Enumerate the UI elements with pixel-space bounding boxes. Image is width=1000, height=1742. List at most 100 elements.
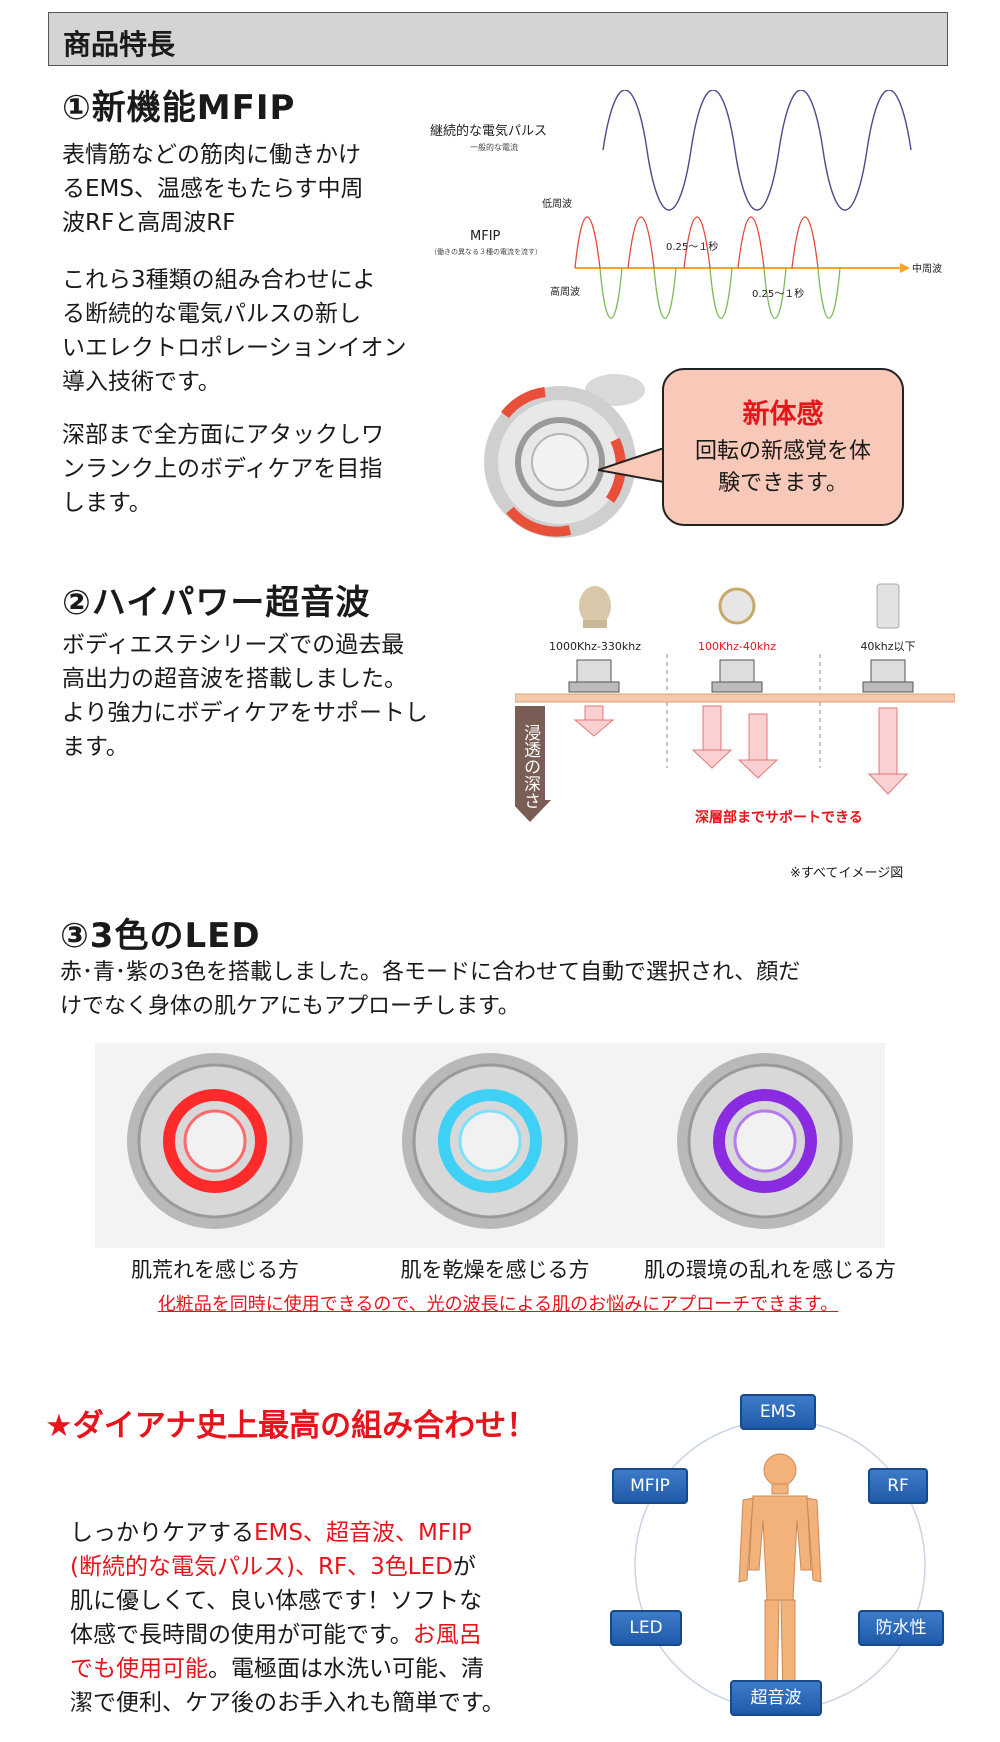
continuous-sub: 一般的な電流	[470, 142, 518, 152]
section1-title: ①新機能MFIP	[62, 88, 296, 128]
freq-label-2: 100Khz-40khz	[698, 640, 776, 653]
penetration-arrow-2-head	[691, 749, 733, 769]
axis-arrow	[900, 263, 910, 273]
cosmetics-note: 化粧品を同時に使用できるので、光の波長による肌のお悩みにアプローチできます。	[157, 1294, 839, 1315]
led-device-red	[127, 1053, 303, 1229]
continuous-wave	[602, 90, 912, 211]
mfip-label: MFIP	[470, 229, 501, 244]
rotation-arrow-1	[501, 387, 546, 419]
led-ring-blue	[438, 1089, 542, 1193]
led-caption-purple: 肌の環境の乱れを感じる方	[644, 1258, 896, 1282]
text-line: ンランク上のボディケアを目指	[62, 456, 383, 482]
text-line: ます。	[62, 734, 129, 760]
section4-para: しっかりケアするEMS、超音波、MFIP (断続的な電気パルス)、RF、3色LE…	[70, 1516, 570, 1720]
header-title: 商品特長	[63, 28, 176, 61]
probe-1-tip	[568, 681, 620, 693]
new-feeling-bubble: 新体感 回転の新感覚を体 験できます。	[662, 368, 904, 526]
text-line: 導入技術です。	[62, 369, 221, 395]
mfip-sub: （働きの異なる３種の電流を流す）	[430, 247, 542, 256]
node-mfip: MFIP	[612, 1468, 688, 1504]
device-ring	[515, 417, 605, 507]
section1-para2: これら3種類の組み合わせによ る断続的な電気パルスの新し いエレクトロポレーショ…	[62, 263, 432, 399]
penetration-arrow-1	[584, 705, 604, 721]
text-line: 赤･青･紫の3色を搭載しました。各モードに合わせて自動で選択され、顔だ	[60, 960, 801, 985]
interval1-label: 0.25～１秒	[666, 240, 718, 253]
bubble-title: 新体感	[742, 399, 824, 430]
support-label: 深層部までサポートできる	[695, 809, 863, 826]
device-icon-1-base	[583, 620, 607, 628]
text-line: (断続的な電気パルス)、RF、3色LEDが	[70, 1554, 476, 1580]
image-note: ※すべてイメージ図	[790, 866, 904, 881]
bubble-tail	[598, 448, 668, 484]
depth-label: 浸透の深さ	[520, 724, 541, 809]
section2-para: ボディエステシリーズでの過去最 高出力の超音波を搭載しました。 より強力にボディ…	[62, 628, 462, 764]
text-line: いエレクトロポレーションイオン	[62, 335, 407, 361]
penetration-arrow-4	[878, 707, 898, 775]
device-icon-1	[579, 586, 611, 626]
bubble-line: 回転の新感覚を体	[694, 439, 871, 464]
rotation-arrow-3	[506, 506, 572, 537]
section3-title: ③3色のLED	[60, 916, 261, 956]
depth-arrow-head	[515, 800, 551, 822]
depth-arrow-shaft	[515, 706, 545, 802]
bubble-line: 験できます。	[718, 471, 848, 496]
text-line: るEMS、温感をもたらす中周	[62, 176, 364, 202]
led-caption-blue: 肌を乾燥を感じる方	[400, 1258, 590, 1282]
section1-para3: 深部まで全方面にアタックしワ ンランク上のボディケアを目指 します。	[62, 418, 422, 520]
text-line: 高出力の超音波を搭載しました。	[62, 666, 407, 692]
skin-bar	[515, 693, 955, 703]
led-device-purple	[677, 1053, 853, 1229]
penetration-arrow-3	[748, 713, 768, 761]
bubble-text: 回転の新感覚を体 験できます。	[664, 436, 902, 500]
penetration-arrow-4-head	[867, 773, 909, 795]
node-ultrasonic: 超音波	[730, 1680, 822, 1716]
high-label: 高周波	[550, 285, 580, 298]
probe-2-tip	[711, 681, 763, 693]
section3-para: 赤･青･紫の3色を搭載しました。各モードに合わせて自動で選択され、顔だ けでなく…	[60, 956, 940, 1024]
text-line: これら3種類の組み合わせによ	[62, 267, 376, 293]
led-device-blue	[402, 1053, 578, 1229]
interval2-label: 0.25～１秒	[752, 287, 804, 300]
led-ring-red	[163, 1089, 267, 1193]
section-header: 商品特長	[48, 12, 948, 66]
low-wave	[574, 216, 819, 269]
low-label: 低周波	[542, 197, 572, 210]
led-caption-red: 肌荒れを感じる方	[131, 1258, 299, 1282]
freq-label-1: 1000Khz-330khz	[549, 640, 641, 653]
text-line: 表情筋などの筋肉に働きかけ	[62, 142, 361, 168]
device-center	[531, 433, 589, 491]
text-line: 波RFと高周波RF	[62, 210, 236, 236]
text-line: ボディエステシリーズでの過去最	[62, 632, 405, 658]
text-line: 体感で長時間の使用が可能です。お風呂	[70, 1622, 482, 1648]
led-ring-purple	[713, 1089, 817, 1193]
node-ems: EMS	[740, 1394, 816, 1430]
continuous-label: 継続的な電気パルス	[430, 123, 547, 139]
section1-para1: 表情筋などの筋肉に働きかけ るEMS、温感をもたらす中周 波RFと高周波RF	[62, 138, 422, 240]
text-line: しっかりケアするEMS、超音波、MFIP	[70, 1520, 472, 1546]
node-waterproof: 防水性	[858, 1610, 944, 1646]
text-line: 深部まで全方面にアタックしワ	[62, 422, 384, 448]
section4-title: ★ダイアナ史上最高の組み合わせ！	[45, 1408, 538, 1444]
device-icon-3	[876, 583, 900, 629]
text-line: します。	[62, 490, 152, 516]
text-line: けでなく身体の肌ケアにもアプローチします。	[60, 994, 520, 1019]
node-rf: RF	[868, 1468, 928, 1504]
text-line: 肌に優しくて、良い体感です！ソフトな	[70, 1588, 483, 1614]
penetration-arrow-2	[702, 705, 722, 751]
wave-diagram: 継続的な電気パルス 一般的な電流 低周波 MFIP （働きの異なる３種の電流を流…	[430, 90, 942, 319]
probe-2	[719, 659, 755, 685]
node-led: LED	[610, 1610, 682, 1646]
device-photo	[484, 374, 645, 538]
section2-title: ②ハイパワー超音波	[62, 583, 371, 623]
penetration-arrow-3-head	[737, 759, 779, 779]
mid-label: 中周波	[912, 262, 942, 275]
text-line: る断続的な電気パルスの新し	[62, 301, 361, 327]
penetration-arrow-1-head	[573, 719, 615, 737]
human-figure-icon	[738, 1453, 822, 1701]
high-wave	[599, 267, 841, 319]
ultrasonic-diagram: 1000Khz-330khz 100Khz-40khz 40khz以下 浸透の深…	[515, 583, 955, 826]
led-devices	[127, 1053, 853, 1229]
probe-3	[870, 659, 906, 685]
device-icon-2	[718, 587, 756, 625]
freq-label-3: 40khz以下	[860, 640, 915, 653]
